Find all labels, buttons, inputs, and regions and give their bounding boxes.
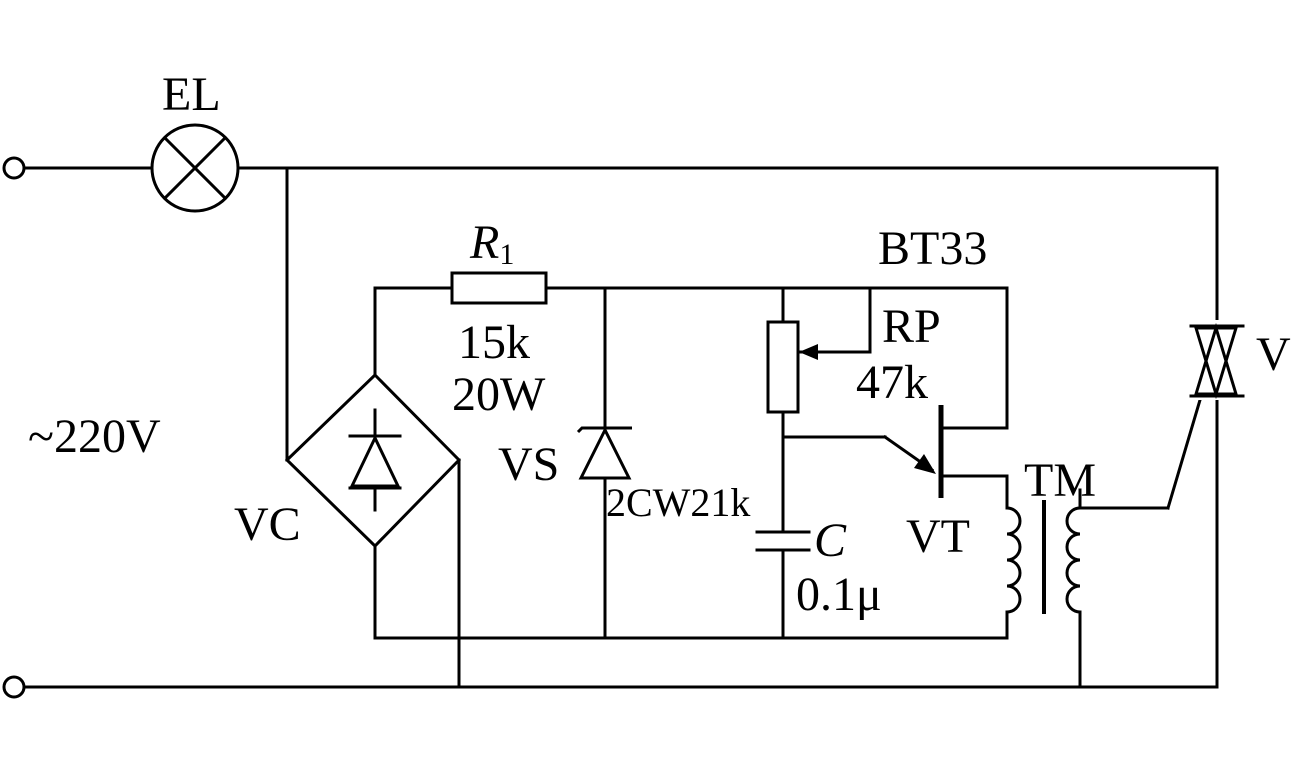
capacitor-c — [755, 530, 811, 552]
label-capacitor: C — [814, 514, 847, 567]
label-resistor-value: 15k — [458, 316, 530, 369]
triac — [1189, 320, 1245, 400]
lamp-el — [150, 123, 240, 213]
terminal-bottom — [2, 675, 26, 699]
label-transformer: TM — [1024, 454, 1096, 507]
label-supply: ~220V — [28, 410, 161, 463]
pulse-transformer — [1006, 500, 1081, 614]
label-zener-part: 2CW21k — [606, 480, 750, 525]
label-ujt: VT — [906, 510, 970, 563]
label-lamp: EL — [162, 68, 221, 121]
terminal-top — [2, 156, 26, 180]
label-pot-value: 47k — [856, 356, 928, 409]
label-zener: VS — [498, 438, 559, 491]
labels: EL ~220V R1 15k 20W VC VS 2CW21k BT33 RP… — [28, 68, 1291, 621]
label-bridge: VC — [234, 498, 301, 551]
unijunction-transistor — [914, 405, 944, 498]
zener-diode — [576, 426, 632, 480]
label-triac: V — [1256, 328, 1291, 381]
resistor-r1 — [450, 271, 548, 305]
label-resistor-power: 20W — [452, 368, 546, 421]
potentiometer-rp — [766, 320, 818, 414]
label-resistor: R1 — [469, 216, 514, 271]
label-pot: RP — [882, 300, 941, 353]
label-capacitor-value: 0.1μ — [796, 568, 882, 621]
label-ujt-part: BT33 — [878, 222, 987, 275]
wires — [23, 166, 1219, 689]
bridge-rectifier — [284, 372, 462, 549]
